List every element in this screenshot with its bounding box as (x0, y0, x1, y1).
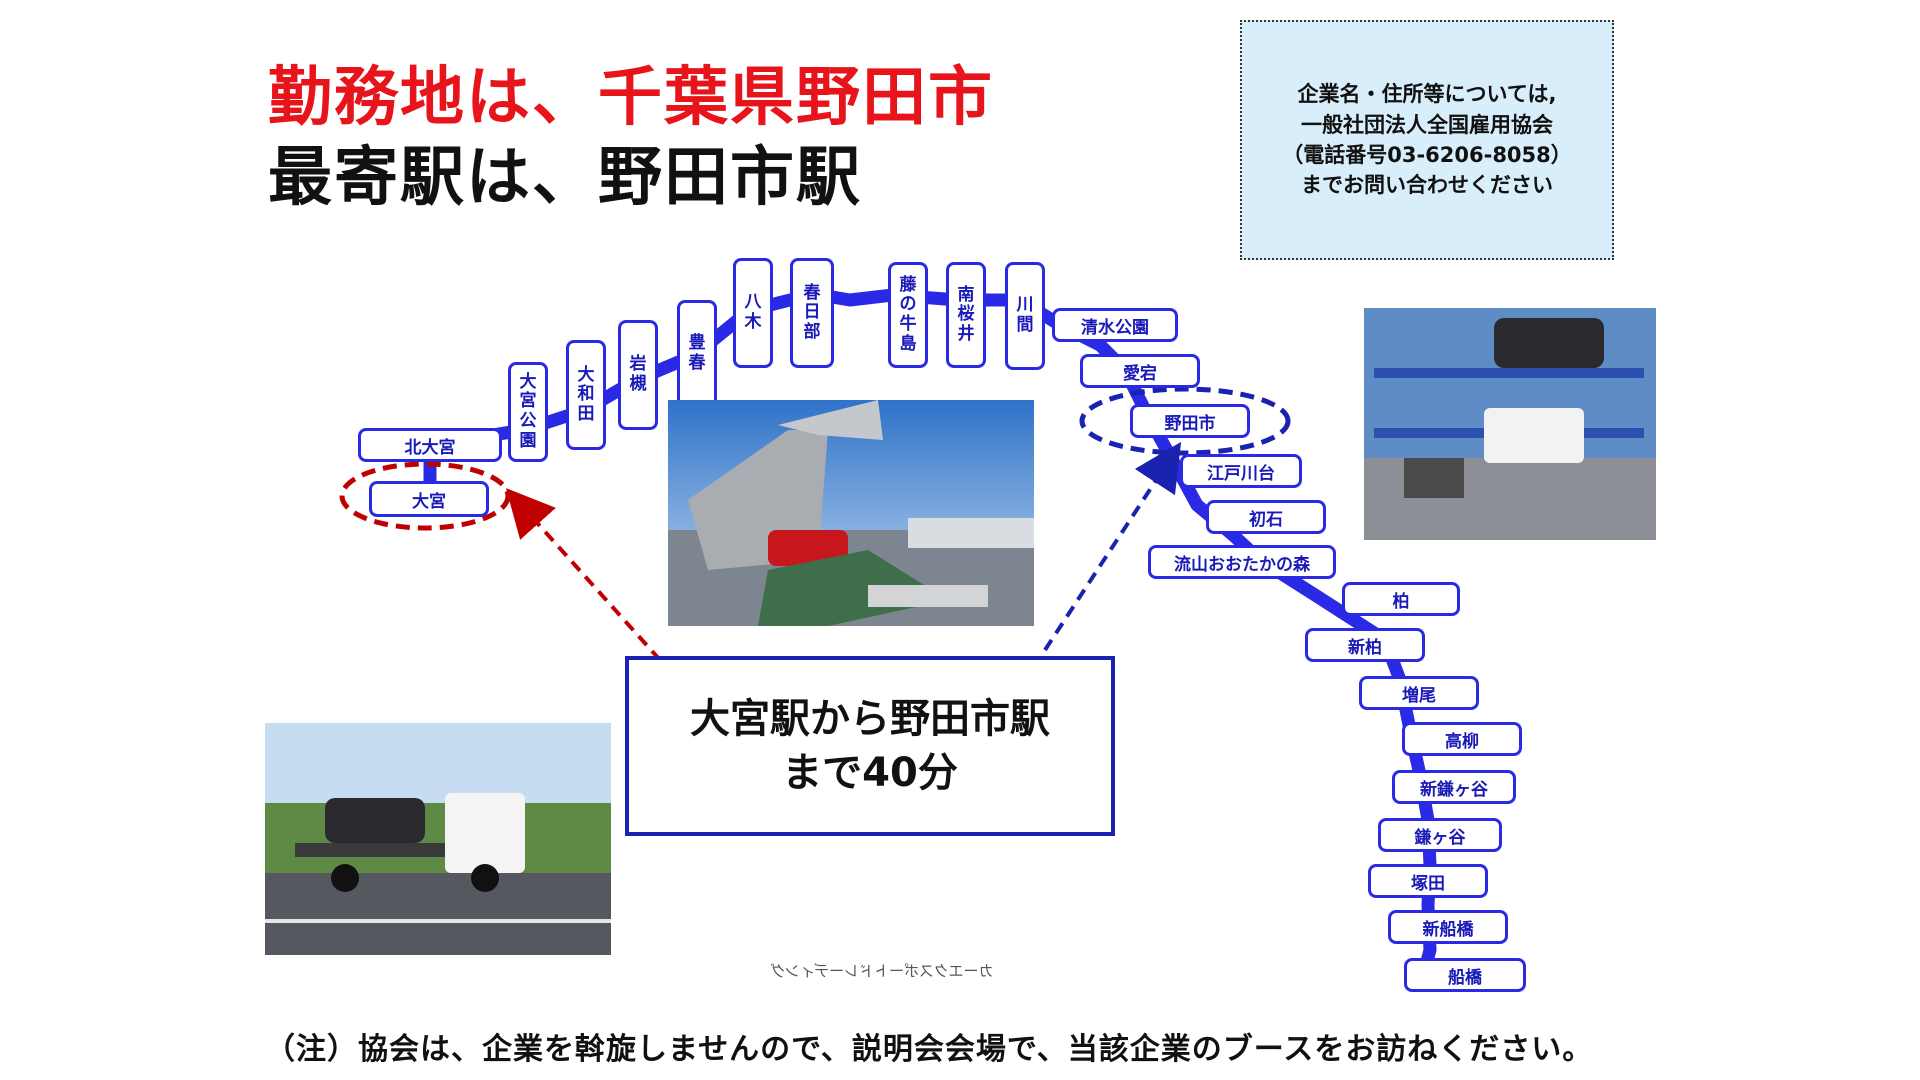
station-tsukada: 塚田 (1368, 864, 1488, 898)
tow-truck-photo (265, 723, 611, 955)
station-owada: 大和田 (566, 340, 606, 450)
station-kawama: 川間 (1005, 262, 1045, 370)
station-nodashi: 野田市 (1130, 404, 1250, 438)
station-kashiwa: 柏 (1342, 582, 1460, 616)
notice-line: までお問い合わせください (1301, 173, 1553, 198)
station-toyoharu: 豊春 (677, 300, 717, 408)
footer-note: （注）協会は、企業を斡旋しませんので、説明会会場で、当該企業のブースをお訪ねくだ… (265, 1032, 1594, 1067)
mirrored-caption: カーエクスポートドレーディング (770, 962, 994, 980)
nodashi-marker (1079, 386, 1291, 456)
station-omiyakoen: 大宮公園 (508, 362, 548, 462)
station-omiya: 大宮 (369, 481, 489, 517)
title-workplace: 勤務地は、千葉県野田市 (268, 61, 994, 135)
notice-line: 企業名・住所等については, (1297, 82, 1557, 107)
callout-line: まで40分 (782, 750, 958, 796)
station-shinfunabashi: 新船橋 (1388, 910, 1508, 944)
car-carrier-trailer-photo (668, 400, 1034, 626)
blue-arrow (1043, 441, 1182, 652)
station-nagareyama: 流山おおたかの森 (1148, 545, 1336, 579)
station-kitaomiya: 北大宮 (358, 428, 502, 462)
station-shinkamagaya: 新鎌ヶ谷 (1392, 770, 1516, 804)
contact-notice: 企業名・住所等については, 一般社団法人全国雇用協会 （電話番号03-6206-… (1240, 20, 1614, 260)
station-fujinoushijima: 藤の牛島 (888, 262, 928, 368)
notice-line: （電話番号03-6206-8058） (1282, 143, 1572, 167)
station-shimizukoen: 清水公園 (1052, 308, 1178, 342)
station-kasukabe: 春日部 (790, 258, 834, 368)
station-kamagaya: 鎌ヶ谷 (1378, 818, 1502, 852)
station-shinkashiwa: 新柏 (1305, 628, 1425, 662)
station-yagi: 八木 (733, 258, 773, 368)
callout-line: 大宮駅から野田市駅 (690, 696, 1050, 742)
station-edogawadai: 江戸川台 (1180, 454, 1302, 488)
station-masuo: 増尾 (1359, 676, 1479, 710)
title-nearest-station: 最寄駅は、野田市駅 (268, 141, 862, 215)
notice-line: 一般社団法人全国雇用協会 (1301, 112, 1553, 137)
car-transport-truck-photo (1364, 308, 1656, 540)
station-funabashi: 船橋 (1404, 958, 1526, 992)
station-atago: 愛宕 (1080, 354, 1200, 388)
red-arrow (505, 488, 662, 662)
station-minamisakurai: 南桜井 (946, 262, 986, 368)
station-iwatsuki: 岩槻 (618, 320, 658, 430)
travel-time-callout: 大宮駅から野田市駅 まで40分 (625, 656, 1115, 836)
station-hatsuishi: 初石 (1206, 500, 1326, 534)
station-takayanagi: 高柳 (1402, 722, 1522, 756)
